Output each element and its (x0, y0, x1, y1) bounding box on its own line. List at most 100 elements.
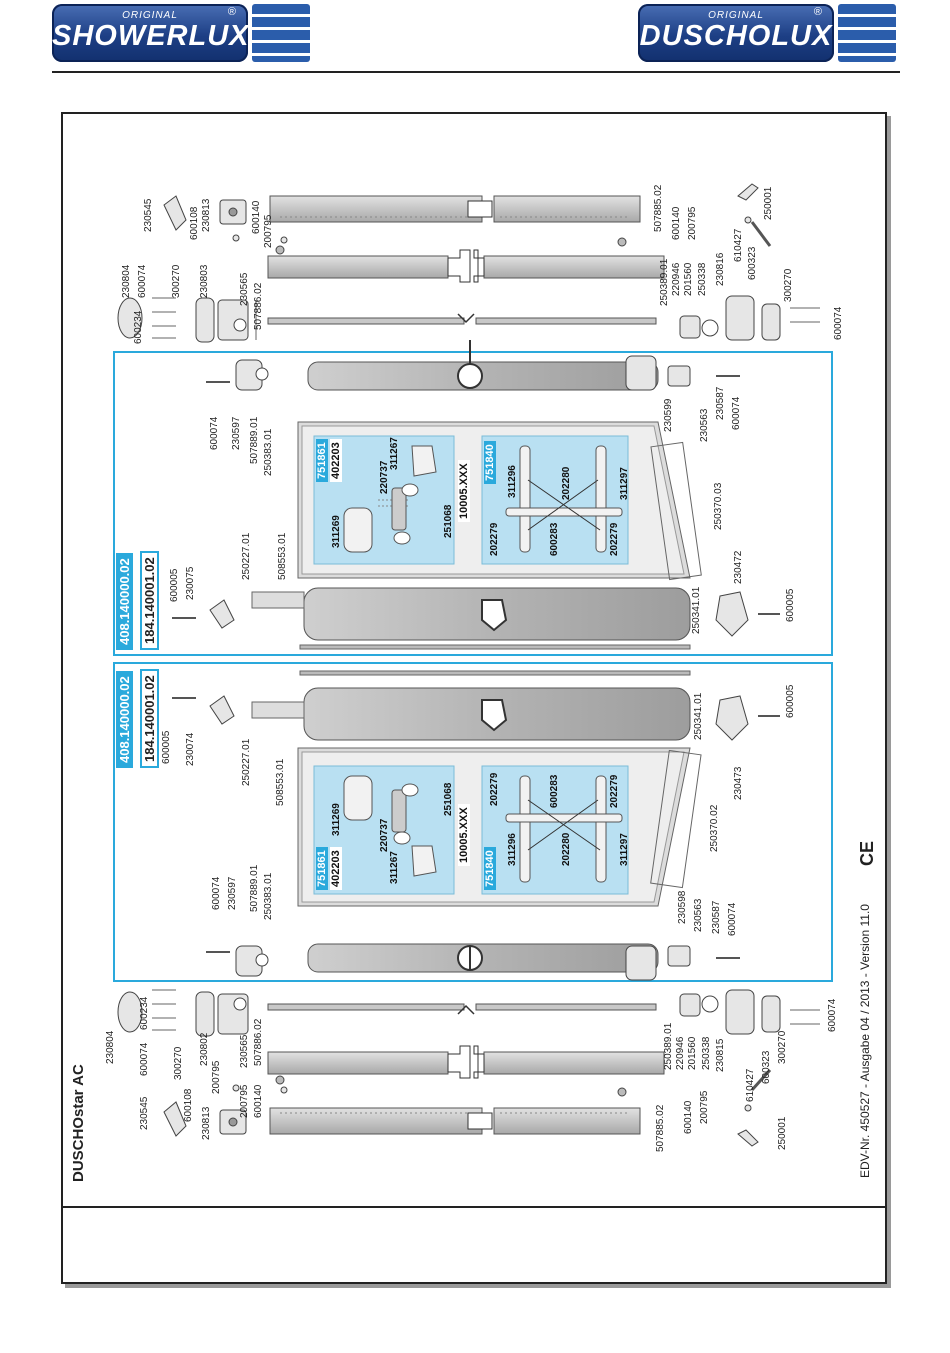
part-label: 600005 (785, 588, 796, 622)
part-label: 230803 (199, 264, 210, 298)
part-label: 600140 (251, 200, 262, 234)
part-label: 311297 (619, 467, 630, 500)
lower-middle-rail (267, 1045, 665, 1079)
part-label: 202280 (561, 466, 572, 500)
part-label: 600108 (183, 1088, 194, 1122)
part-label: 230563 (693, 898, 704, 932)
part-label: 230802 (199, 1032, 210, 1066)
part-label: 600108 (189, 206, 200, 240)
part-label: 300270 (173, 1046, 184, 1080)
lower-knob-kit-tag: 751861 (316, 847, 328, 890)
part-label: 200795 (687, 206, 698, 240)
part-label: 507885.02 (653, 184, 664, 232)
part-label: 202280 (561, 832, 572, 866)
part-label: 600323 (761, 1050, 772, 1084)
logo-brand-name: DUSCHOLUX (639, 20, 833, 52)
part-label: 230816 (715, 252, 726, 286)
part-label: 201560 (683, 262, 694, 296)
part-label: 600074 (727, 902, 738, 936)
showerlux-logo-plate: ORIGINAL ® SHOWERLUX (52, 4, 250, 62)
edv-number: EDV-Nr. 450527 - Ausgabe 04 / 2013 - Ver… (858, 904, 872, 1178)
part-label: 507886.02 (253, 1018, 264, 1066)
part-label: 230587 (711, 900, 722, 934)
upper-middle-rail (267, 249, 665, 283)
part-label: 230813 (201, 1106, 212, 1140)
part-label: 311296 (507, 465, 518, 498)
part-label: 600074 (139, 1042, 150, 1076)
part-label: 600074 (833, 306, 844, 340)
part-label: 600074 (137, 264, 148, 298)
lower-sub-article-number: 184.140001.02 (140, 669, 159, 768)
part-label: 250338 (697, 262, 708, 296)
part-label: 230074 (185, 732, 196, 766)
part-label: 507885.02 (655, 1104, 666, 1152)
duscholux-logo: ORIGINAL ® DUSCHOLUX (638, 4, 900, 62)
lower-bottom-rail (269, 1107, 641, 1135)
part-label: 250389.01 (663, 1022, 674, 1070)
part-label: 200795 (263, 214, 274, 248)
lower-handle-parts (505, 775, 623, 883)
part-label: 311296 (507, 833, 518, 866)
part-label: 600283 (549, 522, 560, 556)
part-label: 230599 (663, 398, 674, 432)
upper-knob-sub-tag: 402203 (330, 439, 342, 482)
part-label: 600074 (731, 396, 742, 430)
logo-original-text: ORIGINAL (122, 10, 178, 21)
page-title: DUSCHOstar AC (70, 1064, 87, 1182)
lower-knob-parts (343, 775, 437, 877)
part-label: 230587 (715, 386, 726, 420)
part-label: 507889.01 (249, 864, 260, 912)
part-label: 230804 (105, 1030, 116, 1064)
part-label: 250338 (701, 1036, 712, 1070)
part-label: 250001 (777, 1116, 788, 1150)
part-label: 311267 (389, 851, 400, 884)
part-label: 230472 (733, 550, 744, 584)
part-label: 202279 (609, 774, 620, 808)
showerlux-logo: ORIGINAL ® SHOWERLUX (52, 4, 312, 62)
part-label: 230598 (677, 890, 688, 924)
part-label: 230597 (227, 876, 238, 910)
part-label: 230545 (139, 1096, 150, 1130)
part-label: 250227.01 (241, 532, 252, 580)
part-label: 600234 (139, 996, 150, 1030)
logo-brand-name: SHOWERLUX (52, 20, 250, 52)
lower-glass-tag: 10005.XXX (458, 804, 470, 866)
part-label: 250370.03 (713, 482, 724, 530)
part-label: 230565 (239, 1034, 250, 1068)
part-label: 230545 (143, 198, 154, 232)
upper-glass-tag: 10005.XXX (458, 460, 470, 522)
part-label: 251068 (443, 504, 454, 538)
logo-stripes (838, 4, 896, 62)
part-label: 600323 (747, 246, 758, 280)
part-label: 230563 (699, 408, 710, 442)
part-label: 230813 (201, 198, 212, 232)
part-label: 220946 (671, 262, 682, 296)
logo-original-text: ORIGINAL (708, 10, 764, 21)
part-label: 220737 (379, 818, 390, 852)
logo-stripes (252, 4, 310, 62)
upper-top-rail (269, 195, 641, 223)
part-label: 600140 (683, 1100, 694, 1134)
part-label: 600005 (161, 730, 172, 764)
lower-handle-kit-tag: 751840 (484, 847, 496, 890)
frame-footer-divider (61, 1206, 887, 1208)
part-label: 311267 (389, 437, 400, 470)
lower-knob-sub-tag: 402203 (330, 847, 342, 890)
part-label: 251068 (443, 782, 454, 816)
part-label: 600074 (211, 876, 222, 910)
part-label: 250341.01 (691, 586, 702, 634)
part-label: 508553.01 (277, 532, 288, 580)
part-label: 250001 (763, 186, 774, 220)
upper-handle-parts (505, 445, 623, 553)
part-label: 300270 (783, 268, 794, 302)
part-label: 201560 (687, 1036, 698, 1070)
part-label: 300270 (171, 264, 182, 298)
upper-article-number: 408.140000.02 (116, 553, 133, 650)
part-label: 220946 (675, 1036, 686, 1070)
part-label: 230473 (733, 766, 744, 800)
upper-panel-hardware (172, 355, 780, 637)
part-label: 610427 (733, 228, 744, 262)
part-label: 311269 (331, 515, 342, 548)
part-label: 202279 (489, 522, 500, 556)
upper-knob-parts (343, 445, 437, 553)
